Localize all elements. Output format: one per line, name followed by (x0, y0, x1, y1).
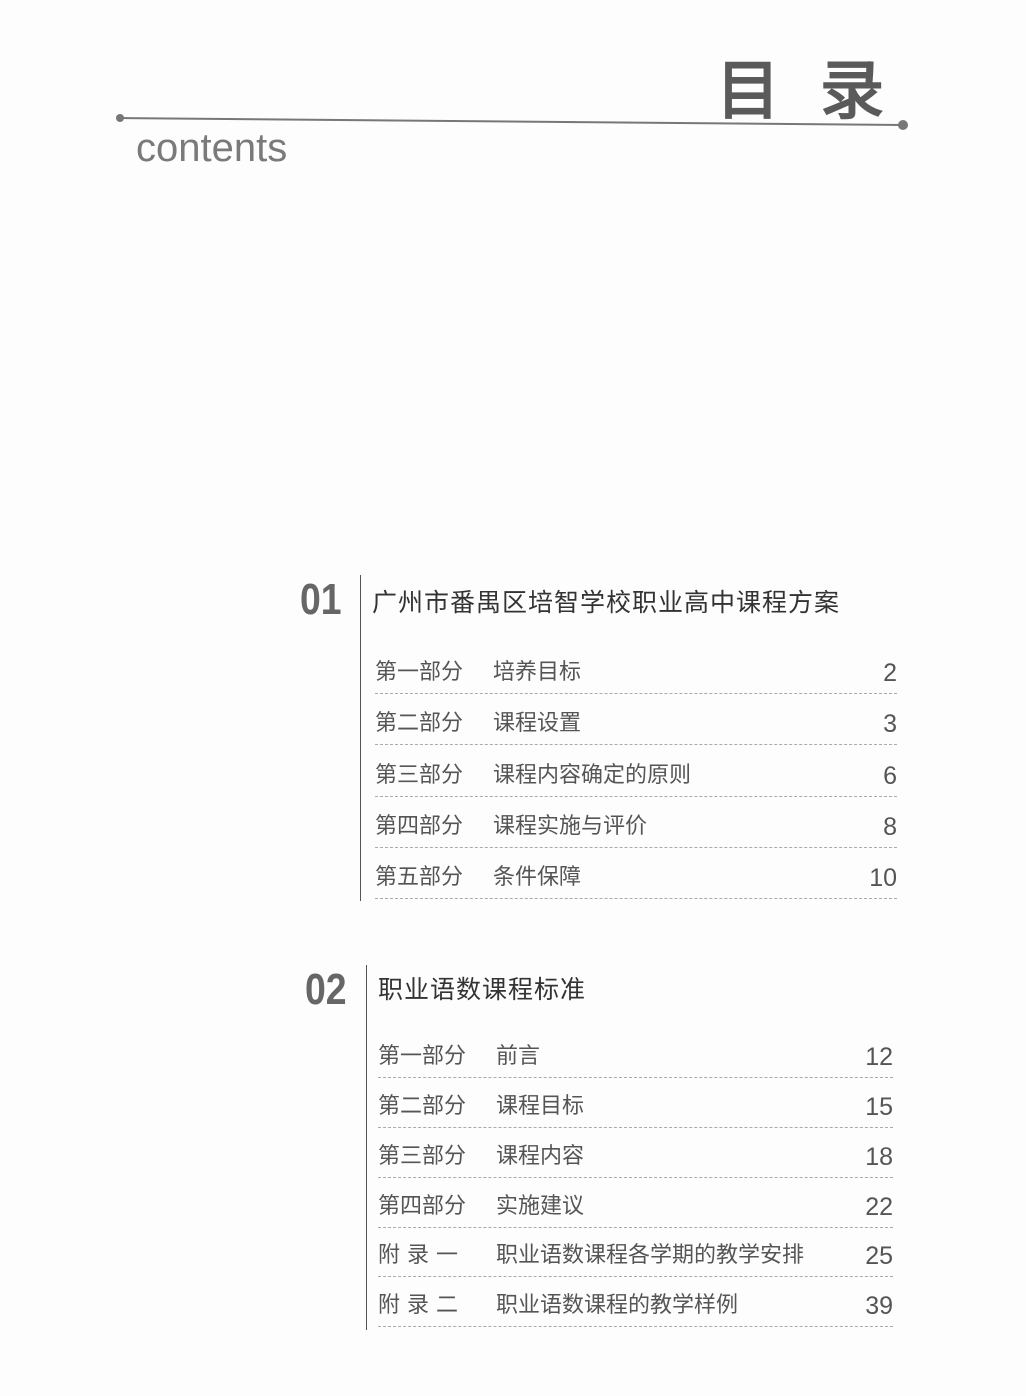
entry-part: 第一部分 (375, 660, 464, 685)
section-number: 01 (300, 575, 342, 624)
header-rule (116, 114, 908, 130)
entry-part: 第三部分 (375, 763, 464, 788)
toc-entry[interactable]: 第一部分 前言 12 (378, 1027, 893, 1078)
section-title: 职业语数课程标准 (378, 975, 587, 1004)
entry-page: 39 (865, 1292, 893, 1320)
toc-entry[interactable]: 第三部分 课程内容 18 (378, 1127, 893, 1178)
section-divider (360, 575, 361, 901)
toc-entry[interactable]: 第四部分 课程实施与评价 8 (375, 797, 897, 848)
entry-part: 附 录 一 (378, 1243, 458, 1268)
toc-entry[interactable]: 第三部分 课程内容确定的原则 6 (375, 746, 897, 797)
entry-page: 22 (865, 1193, 893, 1221)
entry-page: 8 (883, 813, 897, 841)
entry-part: 附 录 二 (378, 1293, 458, 1318)
entry-part: 第四部分 (375, 814, 464, 839)
toc-entry[interactable]: 附 录 一 职业语数课程各学期的教学安排 25 (378, 1226, 893, 1277)
entry-page: 2 (883, 659, 897, 687)
entry-part: 第二部分 (378, 1094, 467, 1119)
entry-part: 第五部分 (375, 865, 464, 890)
entry-page: 3 (883, 710, 897, 738)
entry-page: 25 (865, 1242, 893, 1270)
entry-part: 第二部分 (375, 711, 464, 736)
entry-page: 6 (883, 762, 897, 790)
toc-entry[interactable]: 第二部分 课程目标 15 (378, 1077, 893, 1128)
toc-entry[interactable]: 第五部分 条件保障 10 (375, 848, 897, 899)
entry-name: 课程设置 (493, 711, 582, 736)
section-divider (366, 965, 367, 1330)
entry-name: 职业语数课程各学期的教学安排 (496, 1243, 805, 1268)
entry-page: 10 (869, 864, 897, 892)
entry-part: 第三部分 (378, 1144, 467, 1169)
entry-name: 课程内容确定的原则 (493, 763, 692, 788)
toc-entry[interactable]: 第一部分 培养目标 2 (375, 643, 897, 694)
entry-part: 第一部分 (378, 1044, 467, 1069)
entry-part: 第四部分 (378, 1194, 467, 1219)
toc-entry[interactable]: 第四部分 实施建议 22 (378, 1177, 893, 1228)
toc-entry[interactable]: 第二部分 课程设置 3 (375, 694, 897, 745)
entry-page: 18 (865, 1143, 893, 1171)
entry-name: 条件保障 (493, 865, 582, 890)
entry-name: 前言 (496, 1044, 541, 1069)
page-title: 目录 (716, 55, 924, 129)
entry-name: 课程目标 (496, 1094, 585, 1119)
entry-page: 12 (865, 1043, 893, 1071)
toc-entry[interactable]: 附 录 二 职业语数课程的教学样例 39 (378, 1276, 893, 1327)
entry-name: 课程内容 (496, 1144, 585, 1169)
entry-name: 职业语数课程的教学样例 (496, 1293, 739, 1318)
section-title: 广州市番禺区培智学校职业高中课程方案 (372, 588, 841, 617)
section-number: 02 (305, 965, 347, 1014)
entry-name: 实施建议 (496, 1194, 585, 1219)
entry-page: 15 (865, 1093, 893, 1121)
entry-name: 课程实施与评价 (493, 814, 648, 839)
entry-name: 培养目标 (493, 660, 582, 685)
page-subtitle: contents (136, 126, 288, 170)
